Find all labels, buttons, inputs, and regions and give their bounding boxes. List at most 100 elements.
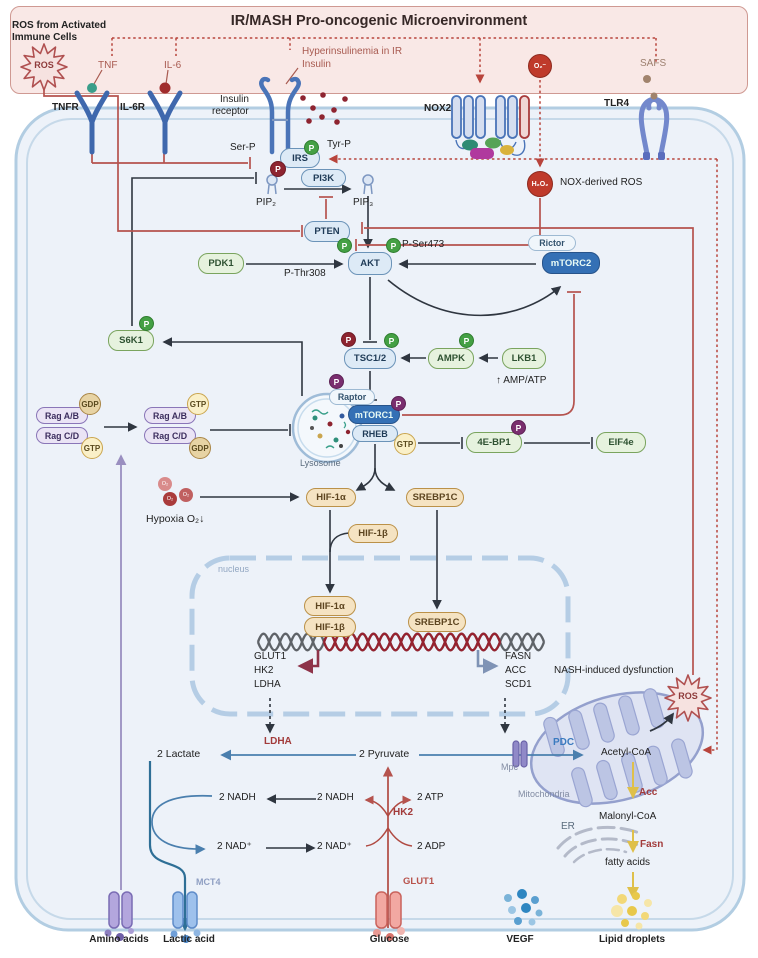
lipid-droplets-label: Lipid droplets <box>598 934 666 945</box>
nucleus-outline <box>189 555 571 717</box>
hif1b-node: HIF-1β <box>348 524 398 543</box>
superoxide-badge: O₂⁻ <box>528 54 552 78</box>
tnfr-label: TNFR <box>52 102 79 113</box>
eif4e-node: EIF4e <box>596 432 646 453</box>
ampk-phospho-badge: P <box>459 333 474 348</box>
mtorc1-phospho-badge: P <box>391 396 406 411</box>
adp-label: 2 ADP <box>417 841 446 852</box>
pip3-label: PIP₃ <box>353 197 374 208</box>
tyr-phospho-badge: P <box>304 140 319 155</box>
raptor-node: Raptor <box>329 389 375 405</box>
rag2-gdp-badge: GDP <box>189 437 211 459</box>
nox-derived-ros-label: NOX-derived ROS <box>560 177 643 188</box>
rag-ab-node-2: Rag A/B <box>144 407 196 424</box>
gene-ldha-label: LDHA <box>254 679 281 690</box>
mct4-label: MCT4 <box>196 877 221 887</box>
mitochondria-label: Mitochondria <box>518 789 570 799</box>
p-thr308-label: P-Thr308 <box>284 268 326 279</box>
nucleus-hif1b-node: HIF-1β <box>304 617 356 637</box>
insulin-receptor-label-1: Insulin <box>220 94 249 105</box>
tnf-label: TNF <box>98 60 118 71</box>
banner-title: IR/MASH Pro-oncogenic Microenvironment <box>230 13 528 29</box>
mitochondria <box>529 688 705 808</box>
tyr-p-label: Tyr-P <box>327 139 351 150</box>
tlr4-label: TLR4 <box>604 98 629 109</box>
nucleus-label: nucleus <box>218 564 250 574</box>
vegf-label: VEGF <box>506 934 534 945</box>
nad-label-2: 2 NAD⁺ <box>317 841 352 852</box>
amino-acid-transporter-icon <box>108 891 133 929</box>
gene-acc-label: ACC <box>505 665 527 676</box>
pdk1-node: PDK1 <box>198 253 244 274</box>
banner-box <box>10 6 748 94</box>
ser-p-label: Ser-P <box>230 142 256 153</box>
er-label: ER <box>561 821 575 832</box>
pten-node: PTEN <box>304 221 350 242</box>
glucose-dots-icon <box>373 927 405 941</box>
nadh-label-2: 2 NADH <box>317 792 354 803</box>
nucleus-hif1a-node: HIF-1α <box>304 596 356 616</box>
lactic-acid-dots-icon <box>170 929 201 943</box>
acetyl-coa-label: Acetyl-CoA <box>601 747 652 758</box>
akt-node: AKT <box>348 252 392 275</box>
atp-label: 2 ATP <box>417 792 444 803</box>
p-ser473-label: P-Ser473 <box>402 239 445 250</box>
pip2-lipid-icon <box>266 174 278 195</box>
pi3k-node: PI3K <box>301 169 346 187</box>
nadh-label-1: 2 NADH <box>219 792 256 803</box>
gene-fasn-label: FASN <box>505 651 532 662</box>
safs-dot-icon <box>643 75 651 83</box>
lactic-acid-label: Lactic acid <box>163 934 215 945</box>
il6-label: IL-6 <box>164 60 182 71</box>
h2o2-badge: H₂O₂ <box>527 171 553 197</box>
il6r-receptor-icon <box>147 82 183 155</box>
fatty-acids-label: fatty acids <box>605 857 651 868</box>
metabolic-lines <box>115 454 639 932</box>
nash-dysfunction-label: NASH-induced dysfunction <box>554 665 674 676</box>
il6r-label: IL-6R <box>120 102 145 113</box>
dna-helix <box>256 632 546 652</box>
rheb-gtp-badge: GTP <box>394 433 416 455</box>
glut1-transporter-icon <box>375 891 402 929</box>
lipid-droplet-dots-icon <box>611 892 652 930</box>
nash-ros-star-label: ROS <box>678 691 698 701</box>
akt-phospho-badge-1: P <box>337 238 352 253</box>
s6k1-phospho-badge: P <box>139 316 154 331</box>
ampk-node: AMPK <box>428 348 474 369</box>
ligand-pointers <box>93 67 299 85</box>
srebp1c-node: SREBP1C <box>406 488 464 507</box>
glucose-label: Glucose <box>369 934 410 945</box>
hypoxia-o2-dot: O₂ <box>163 492 177 506</box>
hk2-enzyme-label: HK2 <box>393 807 414 818</box>
rictor-node: Rictor <box>528 235 576 251</box>
tsc-phospho-badge-green: P <box>384 333 399 348</box>
mpc-transporter-icon <box>512 740 528 768</box>
rag-cd-node-2: Rag C/D <box>144 427 196 444</box>
mtorc1-node: mTORC1 <box>348 405 400 424</box>
lysosome-label: Lysosome <box>300 458 341 468</box>
lysosome <box>291 392 363 464</box>
rag1-gdp-badge: GDP <box>79 393 101 415</box>
ser-phospho-badge: P <box>270 161 286 177</box>
activation-arrows <box>104 172 675 853</box>
lkb1-node: LKB1 <box>502 348 546 369</box>
amp-atp-label: ↑ AMP/ATP <box>496 375 547 386</box>
lactate-label: 2 Lactate <box>157 748 201 760</box>
akt-phospho-badge-2: P <box>386 238 401 253</box>
ldha-enzyme-label: LDHA <box>264 736 292 747</box>
insulin-receptor-icon <box>259 76 348 155</box>
hypoxia-label: Hypoxia O₂↓ <box>146 513 205 525</box>
mpc-label: Mpc <box>501 762 519 772</box>
hyperinsulinemia-label: Hyperinsulinemia in IR <box>302 46 403 57</box>
gene-glut1-label: GLUT1 <box>254 651 287 662</box>
tlr4-receptor-icon <box>638 75 670 160</box>
hypoxia-o2-dot: O₂ <box>179 488 193 502</box>
4ebp1-phospho-badge: P <box>511 420 526 435</box>
malonyl-coa-label: Malonyl-CoA <box>599 811 657 822</box>
insulin-receptor-label-2: receptor <box>212 106 249 117</box>
acc-enzyme-label: Acc <box>639 787 658 798</box>
gene-output-arrows <box>297 650 499 674</box>
rheb-node: RHEB <box>352 425 398 442</box>
